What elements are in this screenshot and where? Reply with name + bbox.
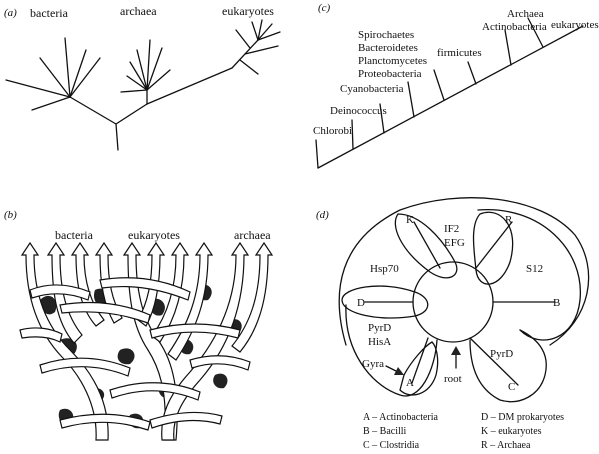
panel-c: (c) Archaea eukaryotes Actinobacteria fi… [313, 2, 599, 169]
panel-b: (b) bacteria eukaryotes archaea [4, 209, 274, 441]
gene-if2: IF2 [444, 223, 459, 235]
panel-d: (d) [316, 197, 590, 451]
gene-gyra: Gyra [362, 358, 384, 370]
panel-b-eukaryotes-label: eukaryotes [128, 228, 180, 242]
taxon-bacteroidetes: Bacteroidetes [358, 42, 418, 54]
gene-hisa: HisA [368, 336, 391, 348]
legend-b: B – Bacilli [363, 426, 407, 437]
node-d: D [357, 297, 365, 309]
panel-b-label: (b) [4, 209, 17, 221]
panel-a: (a) bacteria archaea eukaryotes [4, 4, 281, 151]
taxon-archaea: Archaea [507, 8, 544, 20]
gene-s12: S12 [526, 263, 543, 275]
legend-d: D – DM prokaryotes [481, 412, 564, 423]
legend-a: A – Actinobacteria [363, 412, 439, 423]
gene-pyrd-left: PyrD [368, 322, 391, 334]
taxon-spirochaetes: Spirochaetes [358, 29, 414, 41]
gene-pyrd-right: PyrD [490, 348, 513, 360]
gene-efg: EFG [444, 237, 465, 249]
node-a: A [406, 377, 414, 389]
node-k: K [406, 214, 414, 226]
panel-a-label: (a) [4, 7, 17, 19]
panel-b-archaea-label: archaea [234, 228, 271, 242]
panel-a-bacteria-label: bacteria [30, 6, 69, 20]
panel-d-label: (d) [316, 209, 329, 221]
legend-r: R – Archaea [481, 440, 531, 451]
panel-c-label: (c) [318, 2, 331, 14]
panel-a-eukaryotes-label: eukaryotes [222, 4, 274, 18]
taxon-proteobacteria: Proteobacteria [358, 68, 422, 80]
taxon-actinobacteria: Actinobacteria [482, 21, 547, 33]
legend-c: C – Clostridia [363, 440, 420, 451]
node-r: R [505, 214, 513, 226]
gene-hsp70: Hsp70 [370, 263, 399, 275]
panel-a-archaea-label: archaea [120, 4, 157, 18]
panel-b-bacteria-label: bacteria [55, 228, 94, 242]
node-c: C [508, 381, 515, 393]
panel-a-tree [5, 19, 281, 151]
taxon-planctomycetes: Planctomycetes [358, 55, 427, 67]
taxon-chlorobi: Chlorobi [313, 125, 352, 137]
taxon-eukaryotes: eukaryotes [551, 19, 599, 31]
root-label: root [444, 373, 462, 385]
panel-b-tree [19, 241, 274, 441]
panel-d-diagram [338, 197, 590, 403]
taxon-deinococcus: Deinococcus [330, 105, 387, 117]
panel-d-legend: A – Actinobacteria B – Bacilli C – Clost… [363, 412, 564, 451]
legend-k: K – eukaryotes [481, 426, 542, 437]
node-b: B [553, 297, 560, 309]
taxon-firmicutes: firmicutes [437, 47, 482, 59]
taxon-cyanobacteria: Cyanobacteria [340, 83, 404, 95]
panel-c-tree [315, 17, 584, 169]
